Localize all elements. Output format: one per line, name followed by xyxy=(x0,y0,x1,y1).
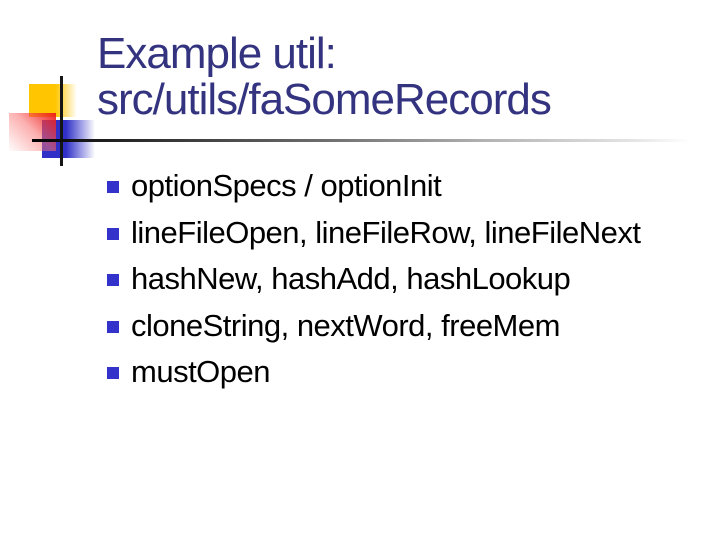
list-item-text: lineFileOpen, lineFileRow, lineFileNext xyxy=(131,214,641,250)
list-item-text: cloneString, nextWord, freeMem xyxy=(131,307,560,343)
bullet-list: optionSpecs / optionInit lineFileOpen, l… xyxy=(107,163,641,396)
list-item: optionSpecs / optionInit xyxy=(107,163,640,210)
list-item-text: hashNew, hashAdd, hashLookup xyxy=(131,261,571,297)
bullet-square-icon xyxy=(107,181,119,194)
list-item: cloneString, nextWord, freeMem xyxy=(107,303,640,350)
decor-vertical-line xyxy=(60,76,63,166)
list-item-text: mustOpen xyxy=(131,354,271,390)
decor-red-square xyxy=(9,113,56,151)
bullet-square-icon xyxy=(107,227,119,240)
list-item: mustOpen xyxy=(107,349,640,396)
decor-yellow-square xyxy=(29,84,77,117)
list-item: hashNew, hashAdd, hashLookup xyxy=(107,256,640,303)
slide-title-line-1: Example util: xyxy=(97,29,337,78)
title-underline-rule xyxy=(32,139,690,142)
bullet-square-icon xyxy=(107,367,119,380)
bullet-square-icon xyxy=(107,320,119,333)
list-item: lineFileOpen, lineFileRow, lineFileNext xyxy=(107,210,641,257)
list-item-text: optionSpecs / optionInit xyxy=(131,168,442,204)
slide-title: Example util: src/utils/faSomeRecords xyxy=(97,29,552,124)
bullet-square-icon xyxy=(107,274,119,287)
slide-title-line-2: src/utils/faSomeRecords xyxy=(97,75,552,124)
